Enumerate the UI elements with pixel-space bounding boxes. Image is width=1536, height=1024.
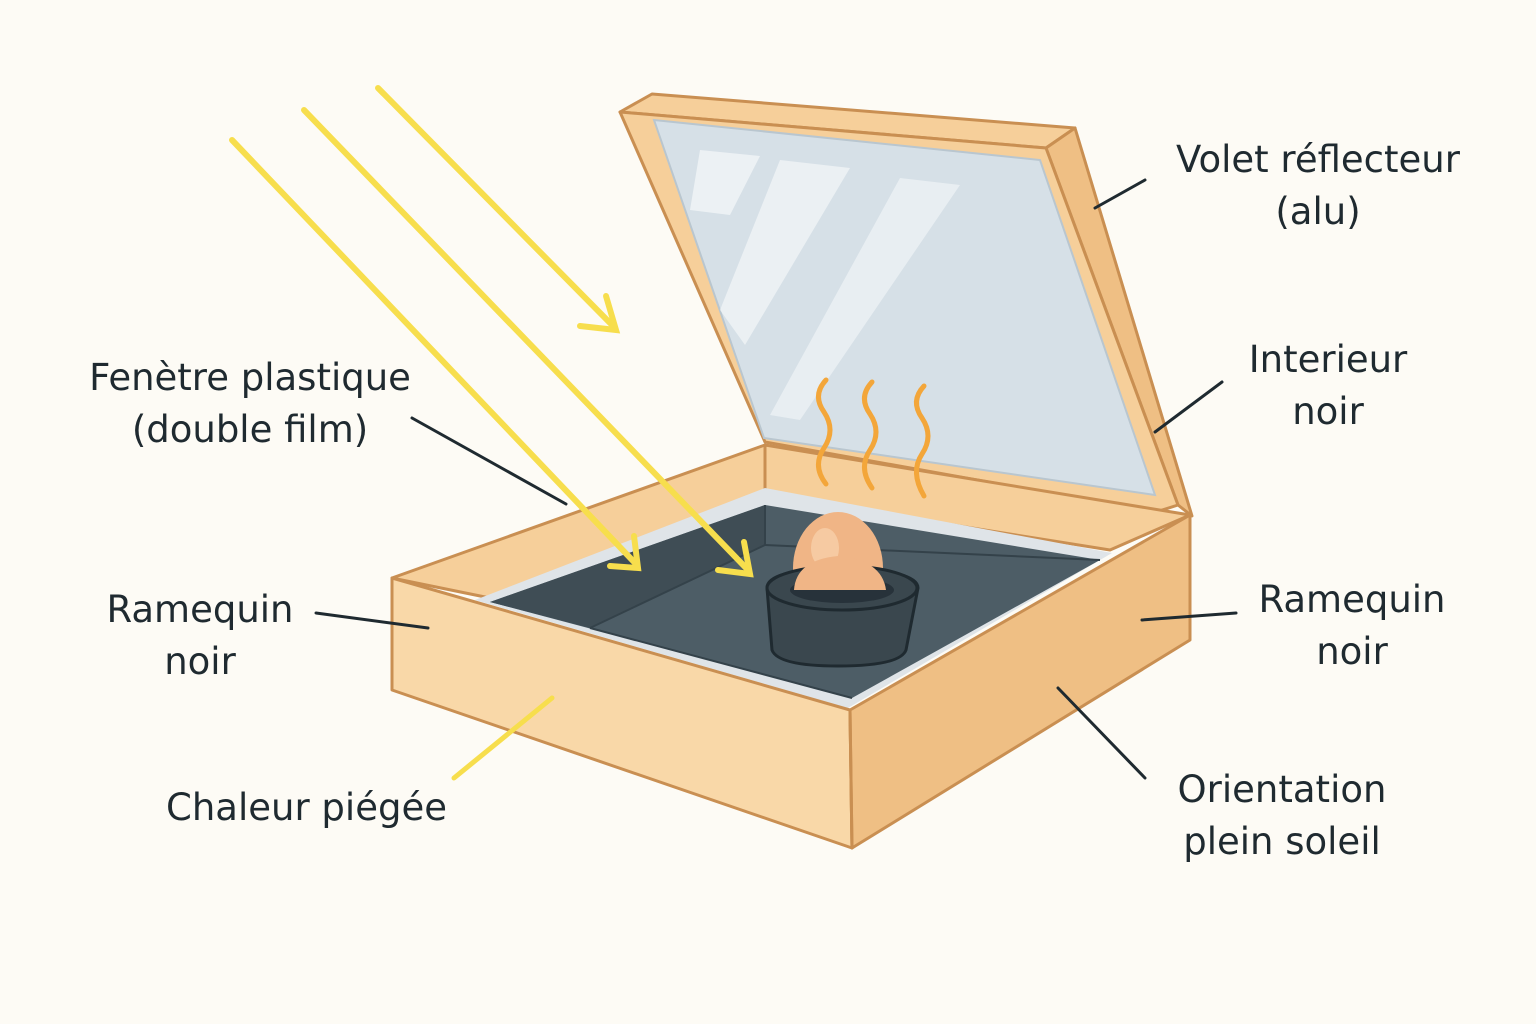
ramekin-with-egg [765,512,920,668]
label-ramekin-left-line2: noir [164,640,236,683]
leader-lines [314,178,1238,780]
label-interior: Interieur noir [1228,334,1428,438]
sun-ray-arrow-icon [301,107,751,573]
leader-ramekin-right [1140,611,1238,622]
oven-box [390,443,1192,850]
label-reflector-line2: (alu) [1275,190,1361,233]
leader-window [410,416,568,506]
label-window-line2: (double film) [131,408,369,451]
leader-orientation [1056,686,1147,780]
leader-interior [1153,380,1224,434]
heat-wave-icon [914,383,931,499]
label-ramekin-left: Ramequin noir [90,584,310,688]
leader-heat [451,695,555,781]
leader-ramekin-left [314,611,430,630]
label-orientation-line2: plein soleil [1183,820,1381,863]
heat-wave-icon [862,379,879,491]
label-window: Fenètre plastique (double film) [68,352,432,456]
label-ramekin-right-line2: noir [1316,630,1388,673]
label-reflector-line1: Volet réflecteur [1176,138,1460,181]
label-heat: Chaleur piégée [166,782,486,834]
label-heat-line1: Chaleur piégée [166,786,447,829]
label-ramekin-right-line1: Ramequin [1258,578,1446,621]
label-ramekin-left-line1: Ramequin [106,588,294,631]
label-orientation-line1: Orientation [1177,768,1387,811]
leader-reflector [1093,178,1147,210]
sun-ray-arrow-icon [375,85,618,331]
sun-rays [229,85,754,578]
reflector-lid [618,92,1194,518]
label-interior-line2: noir [1292,390,1364,433]
label-interior-line1: Interieur [1248,338,1408,381]
label-orientation: Orientation plein soleil [1150,764,1414,868]
label-reflector: Volet réflecteur (alu) [1160,134,1476,238]
heat-wave-icon [816,377,833,487]
label-window-line1: Fenètre plastique [89,356,411,399]
sun-ray-arrow-icon [229,137,639,567]
label-ramekin-right: Ramequin noir [1242,574,1462,678]
heat-waves [816,377,931,499]
